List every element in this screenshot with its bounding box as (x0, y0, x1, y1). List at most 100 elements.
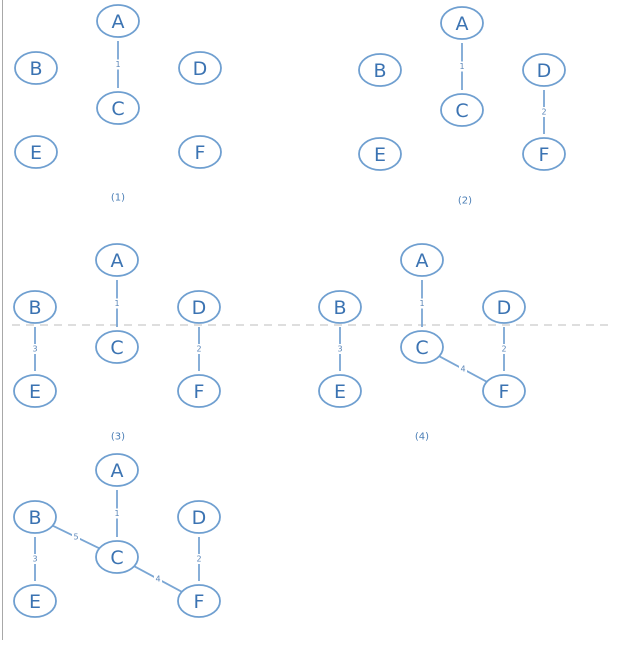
edge-weight-label: 4 (460, 365, 465, 374)
node-label: A (456, 13, 469, 35)
node-label: D (497, 297, 512, 319)
node-circle (400, 243, 444, 277)
node-label: C (110, 547, 123, 569)
edge-b-e: 3 (336, 327, 344, 371)
node-circle (177, 500, 221, 534)
edge-weight-label: 5 (73, 533, 78, 542)
node-circle (177, 290, 221, 324)
node-circle (440, 93, 484, 127)
node-circle (13, 374, 57, 408)
edge-a-c: 1 (418, 280, 426, 327)
edge-weight-background (336, 344, 344, 354)
node-circle (95, 453, 139, 487)
node-circle (318, 374, 362, 408)
edge-weight-background (72, 532, 80, 542)
edge-weight-background (195, 344, 203, 354)
edge-weight-background (154, 574, 162, 584)
node-circle (400, 330, 444, 364)
node-label: A (416, 250, 429, 272)
node-label: D (192, 507, 207, 529)
node-a: A (95, 243, 139, 277)
edge-b-e: 3 (31, 327, 39, 371)
edge-d-f: 2 (195, 327, 203, 371)
node-d: D (482, 290, 526, 324)
node-c: C (96, 91, 140, 125)
node-a: A (95, 453, 139, 487)
node-circle (318, 290, 362, 324)
panel-caption: (2) (458, 196, 472, 207)
node-circle (482, 374, 526, 408)
node-label: B (333, 297, 346, 319)
node-circle (13, 290, 57, 324)
node-e: E (358, 137, 402, 171)
edge-weight-label: 2 (501, 345, 506, 354)
node-c: C (95, 540, 139, 574)
edge-weight-background (114, 59, 122, 70)
node-d: D (177, 500, 221, 534)
node-label: D (192, 297, 207, 319)
edge-weight-label: 2 (541, 108, 546, 117)
node-b: B (14, 51, 58, 85)
node-label: F (499, 381, 510, 403)
node-label: A (111, 460, 124, 482)
node-label: F (194, 381, 205, 403)
edge-weight-background (31, 344, 39, 354)
node-d: D (177, 290, 221, 324)
node-circle (178, 51, 222, 85)
edge-weight-background (195, 554, 203, 564)
node-circle (14, 51, 58, 85)
node-label: E (334, 381, 346, 403)
node-label: F (539, 144, 550, 166)
node-label: E (30, 142, 42, 164)
node-e: E (13, 584, 57, 618)
node-circle (14, 135, 58, 169)
edge-d-f: 2 (500, 327, 508, 371)
node-circle (358, 137, 402, 171)
edge-weight-label: 1 (114, 299, 119, 308)
node-d: D (178, 51, 222, 85)
edge-weight-label: 3 (32, 345, 37, 354)
edge-weight-label: 1 (114, 509, 119, 518)
edge-c-f: 4 (439, 355, 487, 383)
edge-weight-background (31, 554, 39, 564)
edge-weight-label: 2 (196, 555, 201, 564)
node-label: E (374, 144, 386, 166)
node-b: B (13, 290, 57, 324)
node-circle (440, 6, 484, 40)
node-circle (95, 330, 139, 364)
edge-weight-background (113, 508, 121, 519)
node-f: F (522, 137, 566, 171)
edge-weight-label: 1 (419, 299, 424, 308)
node-circle (358, 53, 402, 87)
node-d: D (522, 53, 566, 87)
node-label: B (373, 60, 386, 82)
node-label: D (193, 58, 208, 80)
node-label: E (29, 591, 41, 613)
node-label: B (29, 58, 42, 80)
panel-caption: (1) (111, 193, 125, 204)
node-b: B (358, 53, 402, 87)
node-label: E (29, 381, 41, 403)
node-b: B (13, 500, 57, 534)
node-label: B (28, 507, 41, 529)
node-e: E (14, 135, 58, 169)
node-a: A (96, 4, 140, 38)
edge-weight-background (458, 61, 466, 72)
node-circle (13, 500, 57, 534)
node-label: C (415, 337, 428, 359)
edge-d-f: 2 (540, 90, 548, 134)
edge-weight-label: 3 (337, 345, 342, 354)
node-circle (96, 4, 140, 38)
node-circle (95, 540, 139, 574)
node-label: B (28, 297, 41, 319)
node-label: C (111, 98, 124, 120)
edge-weight-background (113, 298, 121, 309)
node-label: D (537, 60, 552, 82)
node-f: F (178, 135, 222, 169)
node-c: C (440, 93, 484, 127)
